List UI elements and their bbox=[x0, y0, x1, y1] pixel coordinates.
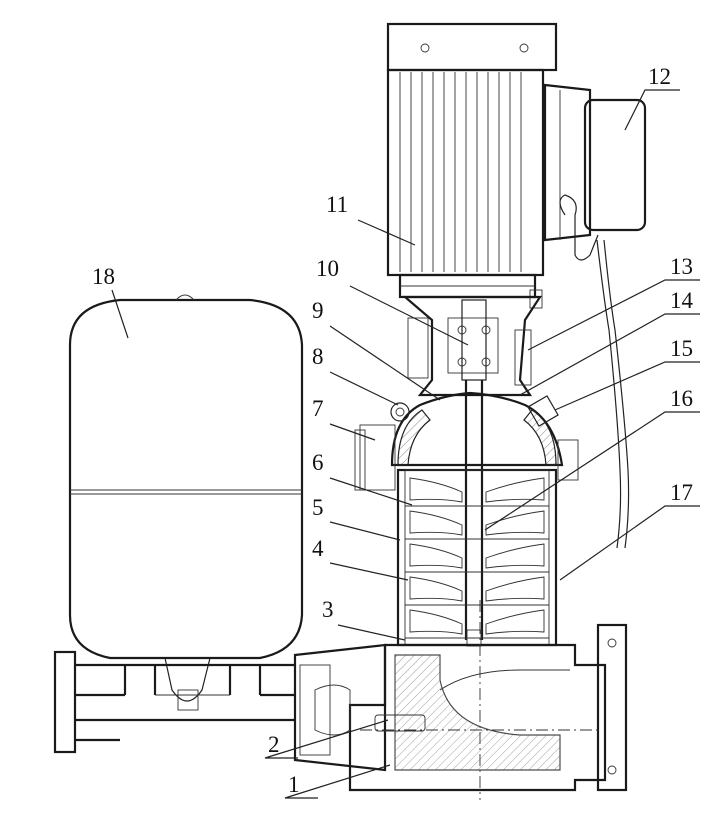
leader-line-9 bbox=[329, 325, 441, 401]
leader-line-8 bbox=[329, 371, 399, 406]
leader-line-3 bbox=[337, 624, 406, 641]
leader-line-5 bbox=[329, 521, 401, 541]
callout-label-14: 14 bbox=[670, 288, 694, 313]
leader-line-1 bbox=[284, 764, 391, 799]
impeller-stage bbox=[409, 543, 463, 569]
leader-line-18 bbox=[111, 289, 129, 339]
vent-plug bbox=[390, 402, 410, 422]
leader-line-12 bbox=[624, 89, 680, 131]
impeller-stage bbox=[409, 510, 463, 536]
impeller-stack bbox=[396, 468, 558, 647]
impeller-stage bbox=[485, 510, 545, 536]
impeller-stage bbox=[485, 477, 545, 503]
tank-base-pipe bbox=[53, 650, 295, 754]
callout-label-16: 16 bbox=[670, 386, 693, 411]
leader-line-11 bbox=[357, 219, 416, 246]
impeller-stage bbox=[485, 543, 545, 569]
impeller-stage bbox=[409, 576, 463, 602]
callout-label-1: 1 bbox=[288, 772, 300, 797]
callout-label-13: 13 bbox=[670, 254, 693, 279]
impeller-stage bbox=[485, 576, 545, 602]
pressure-tank bbox=[68, 294, 304, 711]
callout-label-10: 10 bbox=[316, 256, 339, 281]
callout-label-4: 4 bbox=[312, 536, 324, 561]
pump-base bbox=[348, 600, 628, 800]
impeller-stage bbox=[409, 477, 463, 503]
callout-label-9: 9 bbox=[312, 298, 324, 323]
callout-label-5: 5 bbox=[312, 495, 324, 520]
pump-shaft bbox=[461, 299, 487, 647]
leader-line-7 bbox=[329, 423, 376, 441]
impeller-stage bbox=[409, 609, 463, 635]
pump-head bbox=[354, 391, 579, 491]
callout-label-3: 3 bbox=[322, 597, 334, 622]
callout-label-12: 12 bbox=[648, 64, 671, 89]
callout-label-8: 8 bbox=[312, 344, 324, 369]
callout-label-11: 11 bbox=[326, 192, 348, 217]
leader-line-4 bbox=[329, 562, 409, 581]
leader-line-17 bbox=[559, 505, 700, 581]
callout-label-15: 15 bbox=[670, 336, 693, 361]
motor bbox=[386, 22, 558, 309]
callout-label-7: 7 bbox=[312, 396, 324, 421]
callout-label-2: 2 bbox=[268, 732, 280, 757]
leader-line-6 bbox=[329, 477, 413, 506]
callout-label-17: 17 bbox=[670, 480, 693, 505]
drain-plug bbox=[527, 395, 559, 427]
leader-line-10 bbox=[349, 285, 469, 346]
inlet-flange bbox=[293, 643, 426, 772]
impeller-stage bbox=[485, 609, 545, 635]
motor-bracket bbox=[402, 295, 543, 397]
leader-line-14 bbox=[519, 313, 700, 396]
leader-line-13 bbox=[527, 279, 700, 351]
callout-label-6: 6 bbox=[312, 450, 324, 475]
leader-line-2 bbox=[264, 719, 389, 759]
leader-line-16 bbox=[484, 411, 700, 531]
junction-box bbox=[543, 83, 647, 549]
callout-label-18: 18 bbox=[92, 264, 115, 289]
leader-line-15 bbox=[554, 361, 700, 411]
